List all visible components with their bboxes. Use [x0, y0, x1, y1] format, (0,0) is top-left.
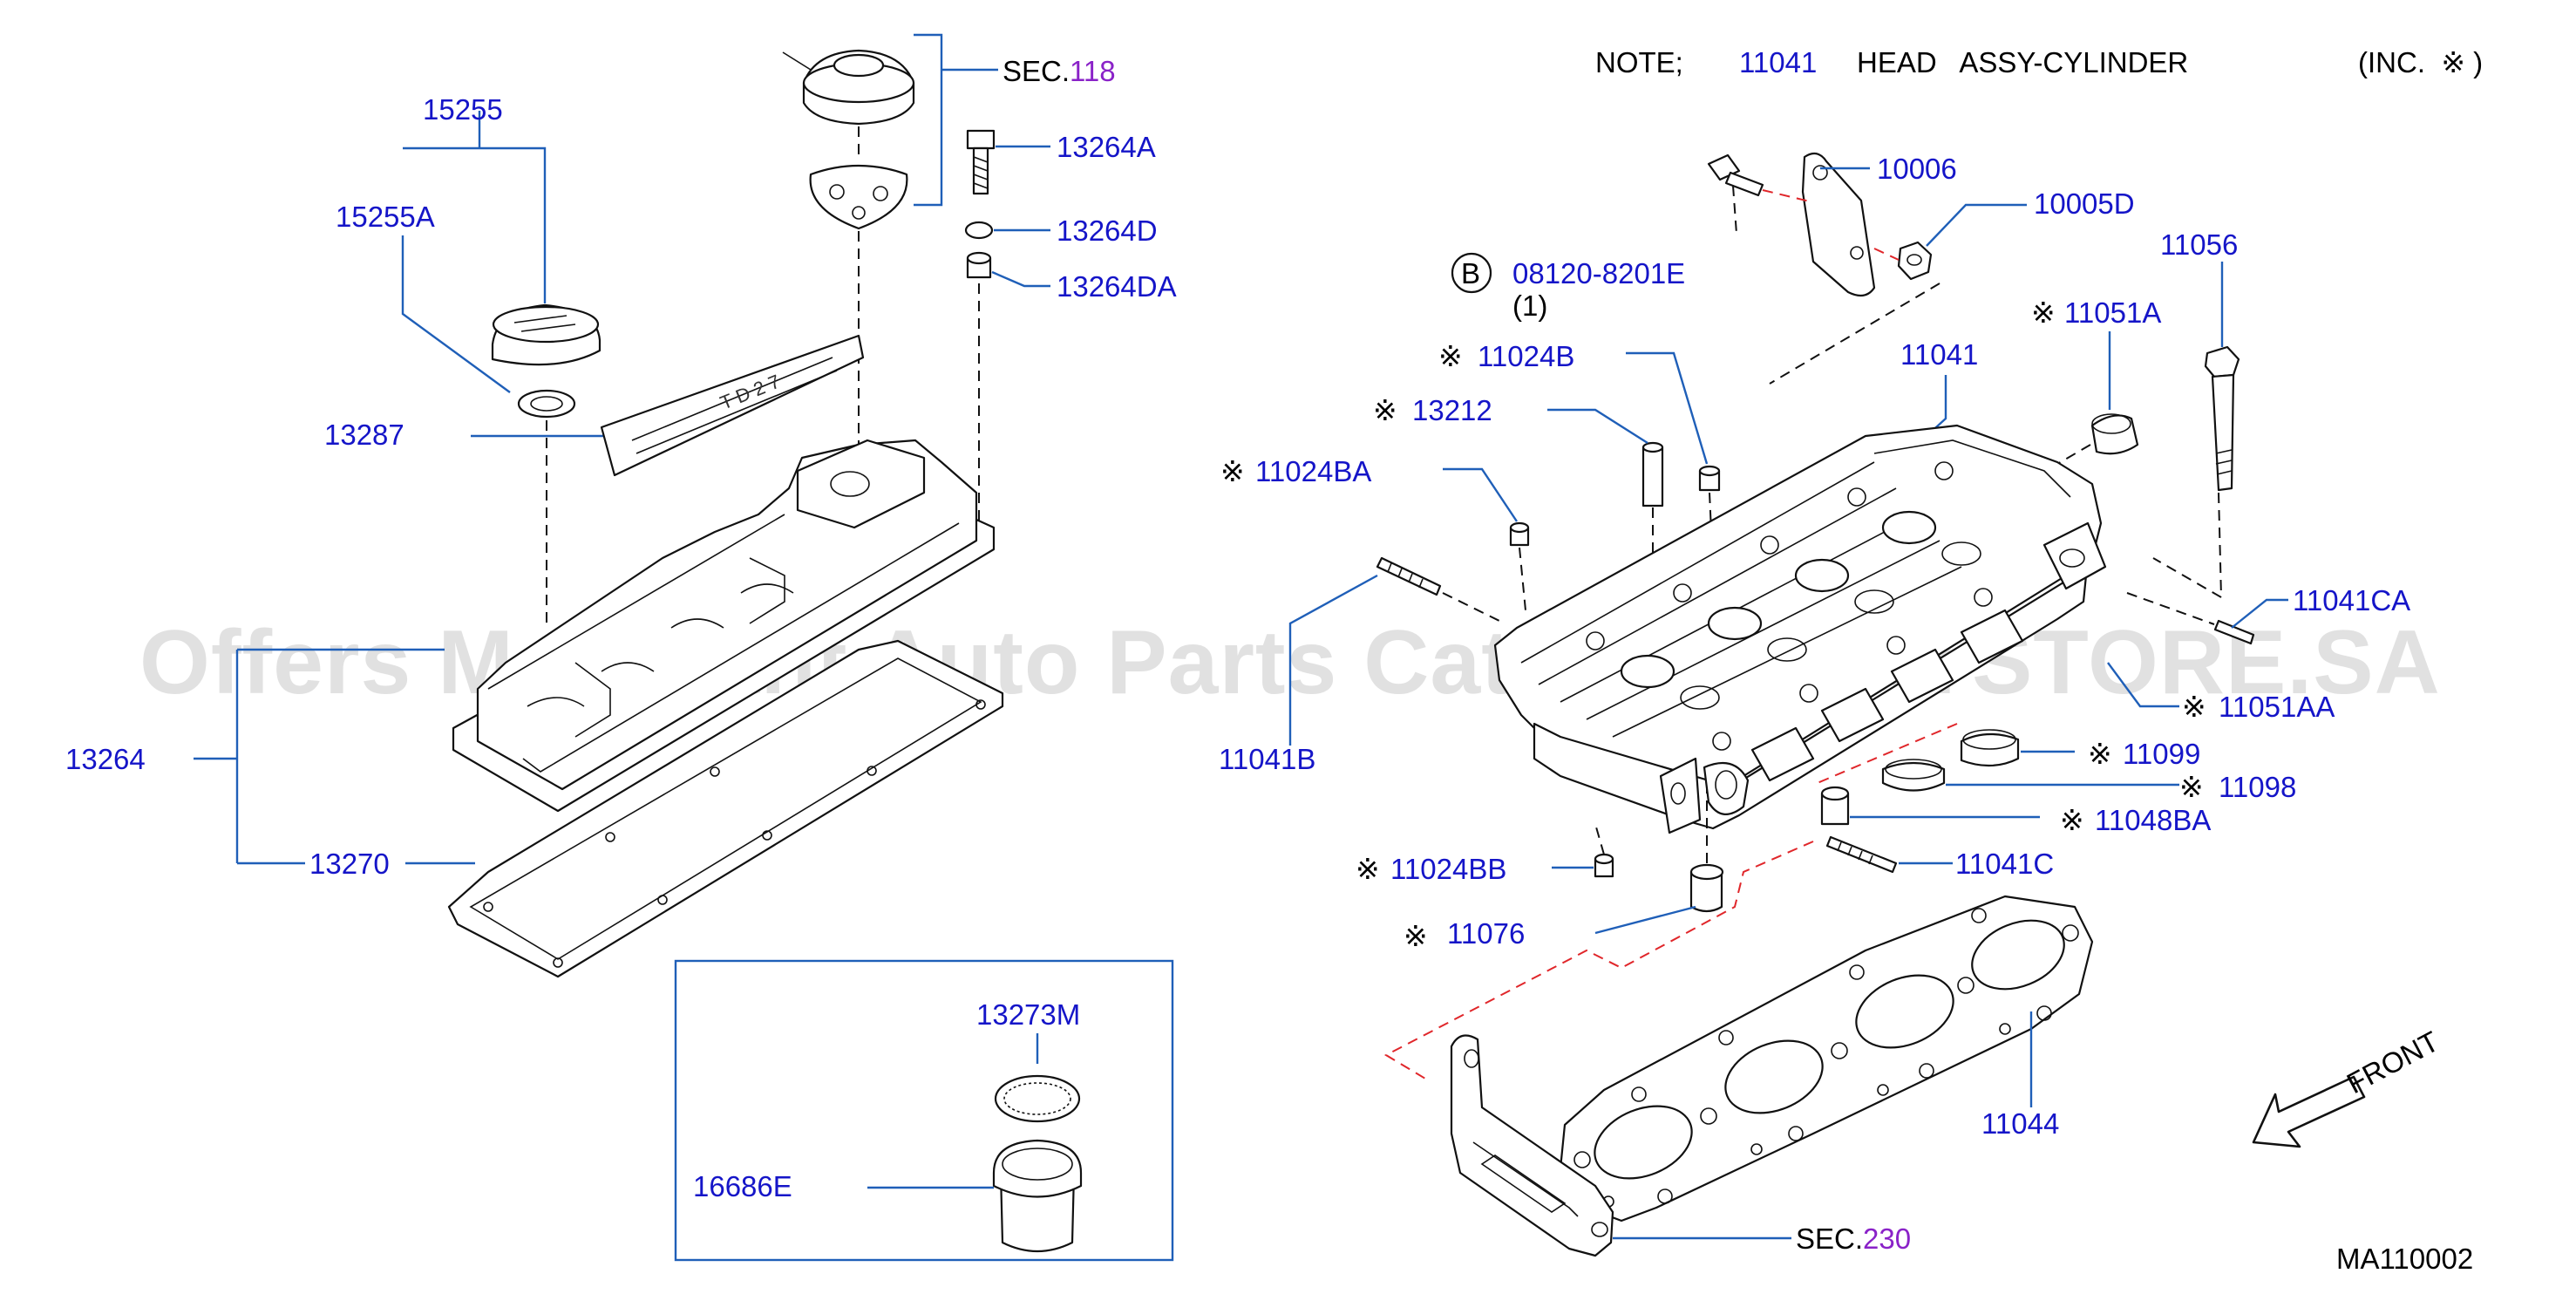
stud-11041B-part — [1376, 556, 1442, 596]
header-note: NOTE; 11041 HEAD ASSY-CYLINDER (INC. ※ ) — [1595, 46, 2483, 78]
note-text: HEAD ASSY-CYLINDER — [1857, 46, 2188, 78]
mark-11048BA: ※ — [2060, 804, 2084, 836]
bolt-callout: B 08120-8201E (1) — [1451, 252, 1685, 322]
seal-11098-part — [1881, 759, 1946, 792]
mark-13212: ※ — [1373, 394, 1397, 426]
cap-seal-13287-part — [517, 389, 576, 419]
plug-11024B-part — [1698, 465, 1721, 492]
mark-11024BA: ※ — [1220, 455, 1245, 487]
mark-11099: ※ — [2088, 738, 2112, 770]
sec-230-link[interactable]: SEC.230 — [1796, 1222, 1911, 1255]
mark-11024BB: ※ — [1356, 853, 1380, 885]
callout-11041[interactable]: 11041 — [1900, 338, 1978, 371]
note-part-number[interactable]: 11041 — [1739, 46, 1817, 78]
note-prefix: NOTE; — [1595, 46, 1683, 78]
grommet-13264DA-part — [966, 251, 992, 279]
rocker-cover-part — [452, 439, 996, 813]
dowel-11048BA-part — [1820, 786, 1850, 826]
callout-11044[interactable]: 11044 — [1981, 1107, 2059, 1140]
callout-08120-8201E[interactable]: 08120-8201E — [1512, 257, 1685, 289]
front-label: FRONT — [2342, 1025, 2444, 1100]
bolt-08120-part — [1707, 153, 1764, 197]
callout-11024BA[interactable]: 11024BA — [1255, 455, 1371, 487]
mark-11076: ※ — [1404, 920, 1428, 952]
plug-11024BA-part — [1509, 521, 1530, 547]
head-bolt-11056-part — [2204, 345, 2240, 492]
callout-13212[interactable]: 13212 — [1412, 394, 1492, 426]
washer-13264D-part — [964, 221, 994, 240]
note-inc: (INC. ※ ) — [2358, 46, 2483, 78]
seal-13273M-part — [994, 1074, 1081, 1123]
stud-11041CA-part — [2213, 619, 2255, 645]
callout-11048BA[interactable]: 11048BA — [2095, 804, 2211, 836]
bolt-callout-qty: (1) — [1512, 289, 1547, 322]
bushing-16686E-part — [992, 1139, 1083, 1253]
callout-11076[interactable]: 11076 — [1447, 917, 1525, 950]
callout-11051A[interactable]: 11051A — [2064, 296, 2161, 329]
rocker-cover-gasket-part — [447, 639, 1004, 978]
callout-11098[interactable]: 11098 — [2219, 771, 2296, 803]
mark-11098: ※ — [2179, 771, 2204, 803]
plug-11024BB-part — [1594, 853, 1614, 878]
bolt-callout-circle: B — [1461, 257, 1480, 289]
callout-11024B[interactable]: 11024B — [1478, 340, 1574, 372]
valve-assembly-part — [782, 49, 915, 230]
callout-13264A[interactable]: 13264A — [1057, 131, 1156, 163]
callout-11041CA[interactable]: 11041CA — [2293, 584, 2410, 616]
callout-15255A[interactable]: 15255A — [336, 201, 435, 233]
figure-code: MA110002 — [2336, 1243, 2473, 1275]
lower-bracket-part — [1450, 1034, 1614, 1257]
seal-11076-part — [1689, 863, 1724, 913]
plug-11051A-part — [2090, 413, 2139, 455]
inset-box — [674, 959, 1174, 1262]
nut-10005D-part — [1897, 241, 1933, 281]
mark-11051AA: ※ — [2182, 691, 2206, 723]
sec-118-link[interactable]: SEC.118 — [1003, 55, 1116, 87]
callout-13273M[interactable]: 13273M — [976, 998, 1080, 1031]
callout-13287[interactable]: 13287 — [324, 419, 404, 451]
callout-10005D[interactable]: 10005D — [2034, 187, 2135, 220]
bracket-10006-part — [1801, 152, 1876, 297]
callout-11041B[interactable]: 11041B — [1219, 743, 1315, 775]
callout-15255[interactable]: 15255 — [423, 93, 503, 126]
head-gasket-part — [1559, 895, 2094, 1222]
seal-11099-part — [1960, 729, 2020, 767]
cylinder-head-part — [1493, 424, 2107, 834]
callout-13270[interactable]: 13270 — [309, 848, 390, 880]
callout-13264DA[interactable]: 13264DA — [1057, 270, 1177, 303]
callout-11051AA[interactable]: 11051AA — [2219, 691, 2335, 723]
sleeve-13212-part — [1641, 441, 1664, 507]
callout-10006[interactable]: 10006 — [1877, 153, 1957, 185]
front-arrow-icon — [2252, 1075, 2366, 1148]
mark-11051A: ※ — [2031, 296, 2056, 329]
stud-11041C-part — [1825, 835, 1898, 874]
callout-16686E[interactable]: 16686E — [693, 1170, 792, 1202]
callout-11056[interactable]: 11056 — [2160, 228, 2238, 261]
callout-13264D[interactable]: 13264D — [1057, 215, 1158, 247]
callout-11024BB[interactable]: 11024BB — [1390, 853, 1506, 885]
oil-filler-cap-part — [491, 303, 602, 366]
callout-13264[interactable]: 13264 — [65, 743, 146, 775]
bolt-13264A-part — [966, 129, 996, 195]
callout-11041C[interactable]: 11041C — [1955, 848, 2054, 880]
callout-11099[interactable]: 11099 — [2123, 738, 2200, 770]
mark-11024B: ※ — [1438, 340, 1463, 372]
